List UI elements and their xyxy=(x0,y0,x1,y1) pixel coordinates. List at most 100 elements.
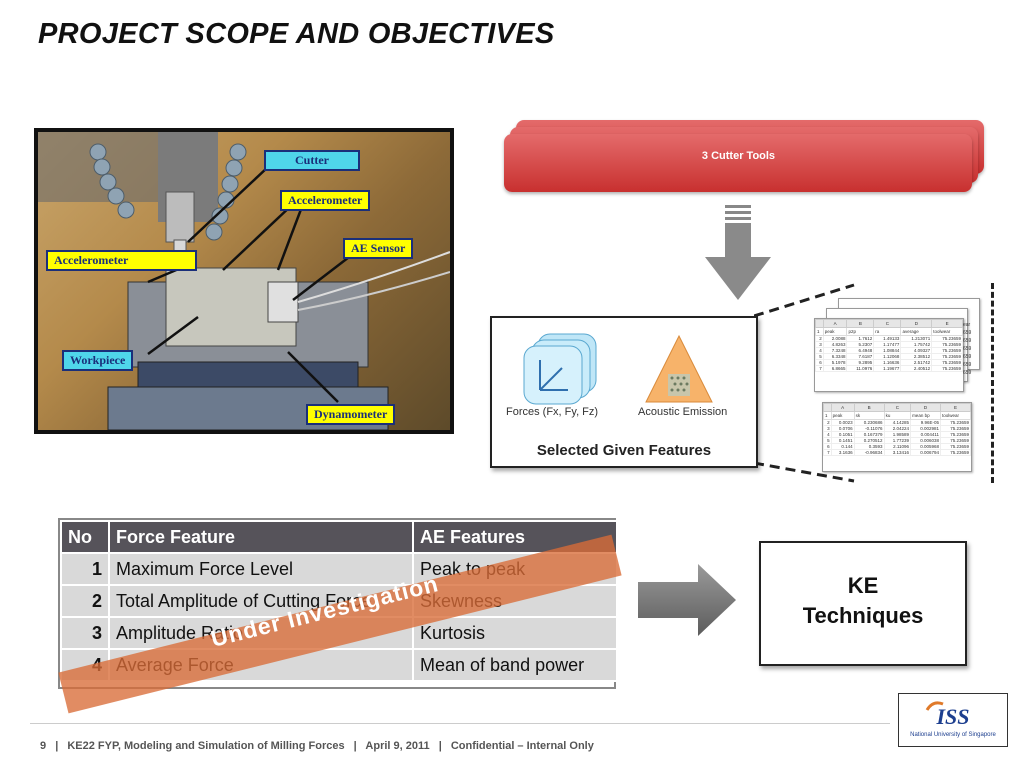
table-header-row: No Force Feature AE Features xyxy=(60,520,618,554)
ae-feature-cell: Kurtosis xyxy=(412,616,618,650)
hidden-sheet-fragment: 659 xyxy=(963,362,972,368)
acoustic-emission-caption: Acoustic Emission xyxy=(638,406,728,418)
footer-course: KE22 FYP, Modeling and Simulation of Mil… xyxy=(67,740,345,752)
footer-divider xyxy=(30,723,890,724)
logo-subtitle: National University of Singapore xyxy=(910,732,996,738)
photo-scene-graphic xyxy=(38,132,450,430)
row-number: 3 xyxy=(60,616,110,650)
ke-line2: Techniques xyxy=(802,603,924,628)
row-number: 2 xyxy=(60,584,110,618)
header-cell: peak xyxy=(822,327,848,336)
header-ae-features: AE Features xyxy=(412,520,618,554)
header-cell: toolwear xyxy=(931,327,963,336)
cell: 7 xyxy=(815,365,824,372)
label-workpiece: Workpiece xyxy=(62,350,134,371)
cell: 2.40512 xyxy=(900,365,933,372)
footer-separator: | xyxy=(438,740,442,752)
down-arrow-icon xyxy=(705,205,771,300)
logo-swoosh-icon xyxy=(925,701,944,711)
hidden-sheet-fragment: 659 xyxy=(963,354,972,360)
footer-page-number: 9 xyxy=(40,740,47,752)
cell: 75.23659 xyxy=(940,449,971,456)
header-cell: average xyxy=(900,327,933,336)
cutter-tools-label: 3 Cutter Tools xyxy=(701,150,776,162)
ke-line1: KE xyxy=(847,573,879,598)
header-cell: ra xyxy=(873,327,902,336)
spreadsheet-area xyxy=(855,283,994,483)
column-letter: B xyxy=(853,403,885,412)
forces-caption: Forces (Fx, Fy, Fz) xyxy=(506,406,599,418)
cell: 75.23659 xyxy=(931,365,963,372)
ae-feature-cell: Mean of band power xyxy=(412,648,618,682)
header-cell: 1 xyxy=(815,327,824,336)
footer-confidentiality: Confidential – Internal Only xyxy=(450,740,594,752)
label-ae-sensor: AE Sensor xyxy=(343,238,414,259)
header-no: No xyxy=(60,520,110,554)
header-cell: toolwear xyxy=(940,411,971,420)
cell: 3.13416 xyxy=(883,449,912,456)
hidden-sheet-fragment: 659 xyxy=(963,330,972,336)
column-letter: A xyxy=(830,403,855,412)
cell: 0.006794 xyxy=(910,449,941,456)
row-number: 1 xyxy=(60,552,110,586)
footer-separator: | xyxy=(55,740,59,752)
column-letter: C xyxy=(873,319,902,328)
cell: 7 xyxy=(823,449,832,456)
hidden-sheet-fragment: 659 xyxy=(963,338,972,344)
iss-logo: ISS National University of Singapore xyxy=(898,693,1008,747)
selected-features-title: Selected Given Features xyxy=(536,442,712,459)
ke-techniques-box: KE Techniques xyxy=(759,541,967,666)
slide-title: PROJECT SCOPE AND OBJECTIVES xyxy=(38,18,555,50)
force-feature-cell: Maximum Force Level xyxy=(108,552,414,586)
column-letter: A xyxy=(822,319,848,328)
footer-separator: | xyxy=(353,740,357,752)
hidden-sheet-fragment: 659 xyxy=(963,370,972,376)
column-letter: E xyxy=(931,319,963,328)
header-cell: mean bp xyxy=(910,411,941,420)
header-cell: 1 xyxy=(823,411,832,420)
column-letter xyxy=(823,403,832,412)
column-letter: D xyxy=(910,403,941,412)
acoustic-emission-icon xyxy=(645,334,713,403)
forces-axes-icon xyxy=(523,333,597,405)
selected-features-box: Forces (Fx, Fy, Fz) Acoustic Emission Se… xyxy=(490,316,758,468)
cell: 3.1636 xyxy=(830,449,855,456)
cell: 1.19677 xyxy=(873,365,902,372)
label-accelerometer-left: Accelerometer xyxy=(46,250,197,271)
photo-image: Cutter Accelerometer AE Sensor Accelerom… xyxy=(38,132,450,430)
header-force-feature: Force Feature xyxy=(108,520,414,554)
cutter-tool-card-front xyxy=(504,134,972,192)
hidden-sheet-fragment: 659 xyxy=(963,346,972,352)
cell: -0.96834 xyxy=(853,449,885,456)
header-cell: ku xyxy=(883,411,912,420)
label-cutter: Cutter xyxy=(264,150,360,171)
column-letter xyxy=(815,319,824,328)
column-letter: D xyxy=(900,319,933,328)
logo-name: ISS xyxy=(936,704,970,729)
hidden-sheet-fragment: ear xyxy=(963,322,971,328)
label-dynamometer: Dynamometer xyxy=(306,404,396,425)
column-letter: C xyxy=(883,403,912,412)
label-accelerometer-top: Accelerometer xyxy=(280,190,371,211)
header-cell: sk xyxy=(853,411,885,420)
right-arrow-icon xyxy=(638,564,736,636)
cell: 6.8665 xyxy=(822,365,848,372)
column-letter: B xyxy=(846,319,875,328)
header-cell: p2p xyxy=(846,327,875,336)
header-cell: peak xyxy=(830,411,855,420)
cell: 11.0976 xyxy=(846,365,875,372)
column-letter: E xyxy=(940,403,971,412)
footer-date: April 9, 2011 xyxy=(365,740,430,752)
milling-setup-photo: Cutter Accelerometer AE Sensor Accelerom… xyxy=(34,128,454,434)
dashed-connectors xyxy=(754,283,855,483)
footer-text: 9 | KE22 FYP, Modeling and Simulation of… xyxy=(40,740,594,752)
